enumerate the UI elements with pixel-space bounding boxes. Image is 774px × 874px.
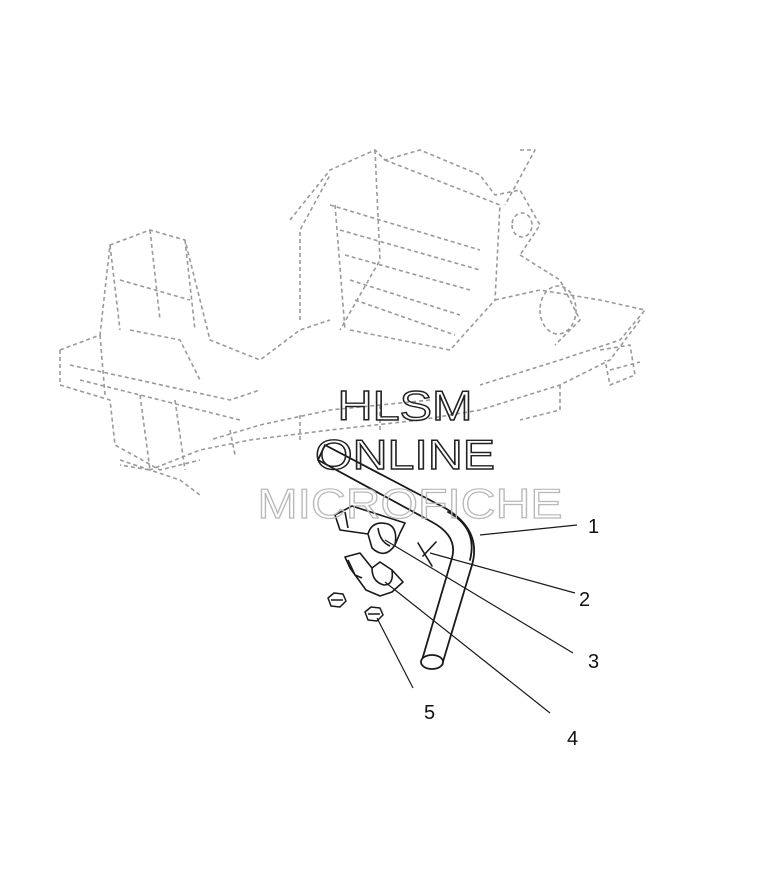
callout-1: 1 <box>588 516 599 538</box>
callout-4: 4 <box>567 728 578 750</box>
leader-line-2 <box>429 552 576 594</box>
callout-5: 5 <box>424 702 435 724</box>
watermark-line-2: ONLINE <box>315 431 495 478</box>
watermark-line-1: HLSM <box>338 382 473 429</box>
watermark: HLSM ONLINE MICROFICHE <box>257 381 563 527</box>
chassis-frame-phantom <box>59 149 646 496</box>
callout-3: 3 <box>588 651 599 673</box>
part-1-tube <box>317 444 476 670</box>
part-5-nuts <box>327 592 384 622</box>
watermark-line-3: MICROFICHE <box>258 480 563 527</box>
callout-2: 2 <box>579 589 590 611</box>
leader-line-5 <box>376 617 414 689</box>
leader-line-1 <box>479 524 578 536</box>
leader-line-3 <box>384 539 574 654</box>
part-2-pin <box>417 541 437 567</box>
leader-lines <box>376 524 578 714</box>
leader-line-4 <box>384 581 551 714</box>
